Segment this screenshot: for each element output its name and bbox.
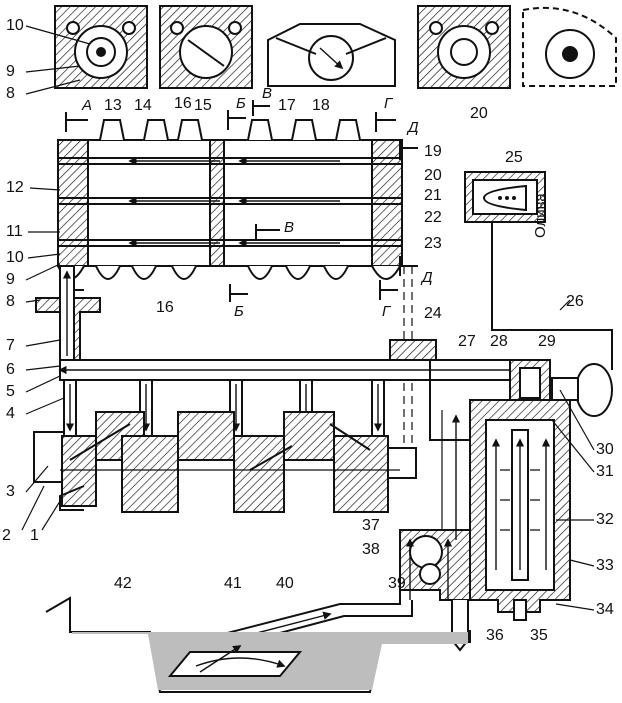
- section-view-v: [267, 23, 396, 87]
- callout-39: 39: [388, 575, 406, 592]
- callout-15: 15: [194, 97, 212, 114]
- callout-7: 7: [6, 337, 15, 354]
- callout-24: 24: [424, 305, 442, 322]
- section-a-label: А: [81, 97, 92, 114]
- callout-25: 25: [505, 149, 523, 166]
- callout-34: 34: [596, 601, 614, 618]
- callout-9-top: 9: [6, 63, 15, 80]
- callout-8-top: 8: [6, 85, 15, 102]
- callout-23: 23: [424, 235, 442, 252]
- callout-42: 42: [114, 575, 132, 592]
- section-b-label-bottom: Б: [234, 303, 244, 320]
- callout-26: 26: [566, 293, 584, 310]
- callout-40: 40: [276, 575, 294, 592]
- section-d-label-bottom: Д: [420, 269, 433, 286]
- section-g-label-top: Г: [384, 95, 394, 112]
- callout-17: 17: [278, 97, 296, 114]
- callout-28: 28: [490, 333, 508, 350]
- callout-11: 11: [6, 223, 23, 240]
- callout-35: 35: [530, 627, 548, 644]
- callout-18: 18: [312, 97, 330, 114]
- callout-4: 4: [6, 405, 15, 422]
- section-g-label-bottom: Г: [382, 303, 392, 320]
- oil-sump: [45, 596, 471, 693]
- callout-16: 16: [156, 299, 174, 316]
- section-view-a: [54, 5, 148, 89]
- callout-27: 27: [458, 333, 476, 350]
- callout-29: 29: [538, 333, 556, 350]
- crankshaft: [33, 411, 417, 513]
- callout-1: 1: [30, 527, 39, 544]
- section-v-label-top: В: [262, 85, 272, 102]
- engine-block: [35, 265, 546, 437]
- callout-33: 33: [596, 557, 614, 574]
- callout-21: 21: [424, 187, 442, 204]
- section-view-b: [159, 5, 253, 89]
- pressure-sensor: [509, 359, 613, 417]
- section-view-d: [522, 6, 617, 87]
- section-view-g: [417, 5, 511, 89]
- callout-10: 10: [6, 249, 24, 266]
- callout-20: 20: [424, 167, 442, 184]
- callout-3: 3: [6, 483, 15, 500]
- callout-41: 41: [224, 575, 242, 592]
- callout-10-top: 10: [6, 17, 24, 34]
- callout-labels: 10 9 8 16 20 13 14 15 17 18 12 19 20 21 …: [2, 17, 614, 644]
- section-d-label-top: Д: [406, 119, 419, 136]
- callout-38: 38: [362, 541, 380, 558]
- oil-filter: [469, 399, 571, 621]
- callout-12: 12: [6, 179, 24, 196]
- gauge-label: Олива: [532, 193, 549, 238]
- callout-16-top: 16: [174, 95, 192, 112]
- section-letters: А Б В Г Д В Д Б Г: [81, 85, 433, 320]
- oil-pressure-gauge: [464, 171, 613, 370]
- callout-30: 30: [596, 441, 614, 458]
- callout-19: 19: [424, 143, 442, 160]
- callout-37: 37: [362, 517, 380, 534]
- callout-36: 36: [486, 627, 504, 644]
- oil-strainer: [167, 645, 303, 677]
- callout-14: 14: [134, 97, 152, 114]
- callout-6: 6: [6, 361, 15, 378]
- callout-8: 8: [6, 293, 15, 310]
- callout-20-top: 20: [470, 105, 488, 122]
- cylinder-head: [57, 119, 403, 280]
- callout-5: 5: [6, 383, 15, 400]
- callout-13: 13: [104, 97, 122, 114]
- callout-9: 9: [6, 271, 15, 288]
- leader-lines: [21, 25, 595, 611]
- callout-31: 31: [596, 463, 614, 480]
- callout-32: 32: [596, 511, 614, 528]
- callout-22: 22: [424, 209, 442, 226]
- section-b-label-top: Б: [236, 95, 246, 112]
- section-v-label-bottom: В: [284, 219, 294, 236]
- callout-2: 2: [2, 527, 11, 544]
